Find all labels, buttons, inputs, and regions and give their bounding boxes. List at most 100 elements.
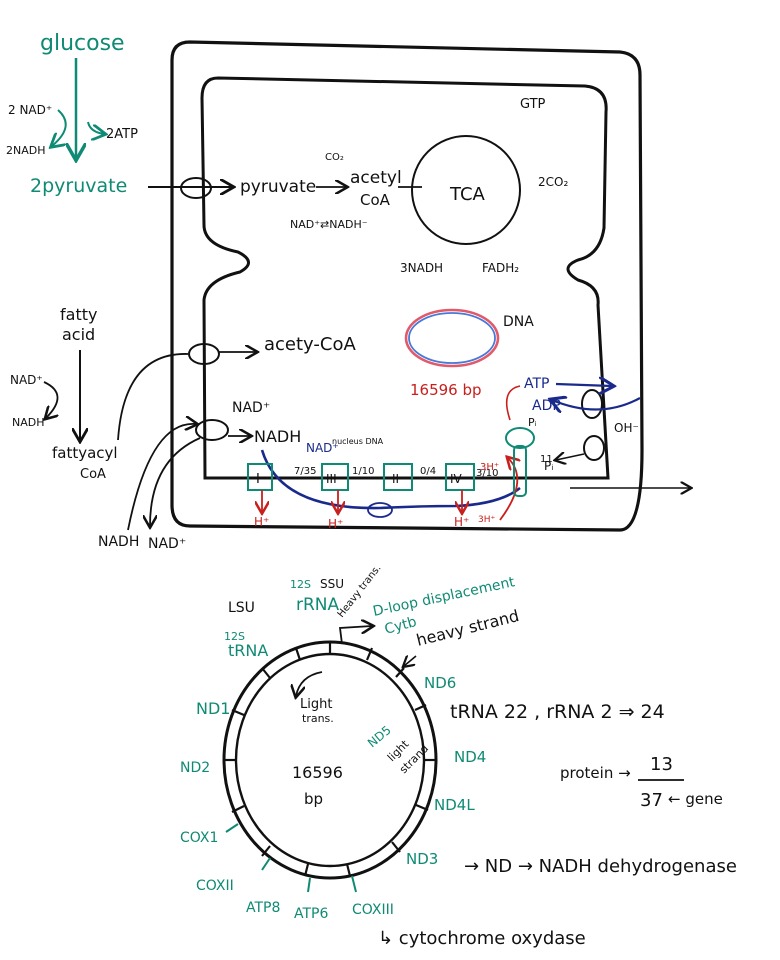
fatty-label: fatty [60,305,97,324]
genome-bp-label: bp [304,790,323,808]
genome-tick-marks [224,642,436,877]
glycolysis-group: glucose 2 NAD⁺ 2NADH 2ATP 2pyruvate [6,31,232,199]
light-trans-label: Light [300,697,332,712]
acetyl-label: acetyl [350,168,402,188]
co2-label: CO₂ [325,152,344,163]
nd1-label: ND1 [196,699,230,718]
mtdna-circle [404,308,500,368]
ssu-label: SSU [320,577,344,591]
mtdna-label: DNA [503,314,534,330]
ratio-3: 1/10 [352,466,374,477]
complex-4-label: IV [450,472,463,486]
h-plus-3: H⁺ [328,517,343,531]
fatty-acid-group: fatty acid NAD⁺ NADH fattyacyl CoA [10,305,189,482]
pi-label: Pᵢ [528,416,537,429]
cyto-note: ↳ cytochrome oxydase [378,928,586,949]
protein-count: 13 [650,754,673,775]
s12b-label: 12S [224,630,245,643]
nucleus-dna-label: nucleus DNA [332,437,384,446]
complex-3-label: III [326,472,337,486]
gene-count: 37 [640,790,663,811]
glucose-label: glucose [40,31,125,56]
genome-size-label: 16596 [292,763,343,782]
matrix-group: pyruvate CO₂ acetyl CoA NAD⁺⇄NADH⁻ TCA G… [188,97,568,399]
complex-2-label: II [392,472,399,486]
atp-label: 2ATP [106,127,138,142]
coa-label: CoA [360,191,391,209]
ext-nad-label: NAD⁺ [148,536,186,552]
ext-nadh-label: NADH [98,534,139,550]
complex-1-label: I [256,472,260,487]
nad-nadh-label: NAD⁺⇄NADH⁻ [290,218,368,231]
nd4l-label: ND4L [434,796,475,814]
fatty-nad-arc [44,381,58,418]
lsu-label: LSU [228,600,255,616]
fatty-transporter [188,343,220,365]
light-trans2-label: trans. [302,712,334,725]
h3-out-label: 3H⁺ [478,515,495,525]
mtdna-circle-inner [408,312,496,364]
nadh-out-label: 2NADH [6,144,46,157]
etc-group: NAD⁺ NADH NAD⁺ nucleus DNA I III II IV 7… [98,376,690,552]
electron-path [260,449,521,510]
cox2-label: COXII [196,878,234,894]
inner-membrane [200,76,610,480]
ext-nadh-arrow [127,424,196,531]
fatty-nad-label: NAD⁺ [10,373,43,387]
matrix-pyruvate-label: pyruvate [240,177,316,197]
fatty-nadh-label: NADH [12,416,45,429]
nd5-label: ND5 [365,723,394,750]
pi-import-arrow [556,454,585,460]
nad-in-label: 2 NAD⁺ [8,103,52,117]
pi-transporter [583,435,605,461]
cytb-label: Cytb [383,614,419,638]
co2-out-label: 2CO₂ [538,175,568,189]
complex-3 [321,463,349,491]
h-plus-1: H⁺ [254,515,269,529]
trna-count-note: tRNA 22 , rRNA 2 ⇒ 24 [450,701,665,723]
nd3-label: ND3 [406,850,438,868]
h-plus-4: H⁺ [454,515,469,529]
atp-label: ATP [524,376,549,392]
fadh-label: FADH₂ [482,261,519,275]
adp-import-arrow [552,398,641,410]
gene-note: ← gene [668,790,723,808]
atp-loop-arrow [505,385,521,421]
complex-4 [445,463,475,491]
etc-nad-out-label: NAD⁺ [306,441,339,455]
heavy-strand-arrow [404,656,417,666]
nd6-label: ND6 [424,674,456,692]
genome-teal-ticks [225,823,357,893]
cox3-label: COXIII [352,902,394,918]
atp-arrow [87,121,104,134]
atp-synthase-stalk [513,445,527,497]
notes-group: tRNA 22 , rRNA 2 ⇒ 24 protein → 13 37 ← … [378,701,737,949]
adp-label: ADP [532,398,561,414]
acetyl-coa-label: acety-CoA [264,334,356,355]
heavy-strand-label: heavy strand [414,606,521,650]
gtp-label: GTP [520,97,546,112]
oh-label: OH⁻ [614,421,639,435]
ratio-5: 11 [540,454,553,465]
fattyacyl-label: fattyacyl [52,444,118,462]
pyruvate-label: 2pyruvate [30,175,127,197]
proton-return [499,458,517,521]
nad-arc [52,109,67,146]
atp6-label: ATP6 [294,906,328,922]
complex-2 [383,463,413,491]
mtdna-bp-label: 16596 bp [410,381,482,399]
s12-label: 12S [290,578,311,591]
h3-in-label: 3H⁺ [480,462,499,473]
light-trans-arrow [296,671,323,696]
nadh3-label: 3NADH [400,261,443,275]
tca-label: TCA [449,184,486,205]
tca-cycle [411,135,521,245]
atp-synthase-head [505,427,535,449]
etc-nadh-label: NADH [254,427,301,446]
nd2-label: ND2 [180,760,210,776]
atp8-label: ATP8 [246,900,280,916]
atp-export-arrow [555,384,612,386]
fattyacyl-coa-label: CoA [80,467,106,482]
etc-nad-plus-label: NAD⁺ [232,400,270,416]
